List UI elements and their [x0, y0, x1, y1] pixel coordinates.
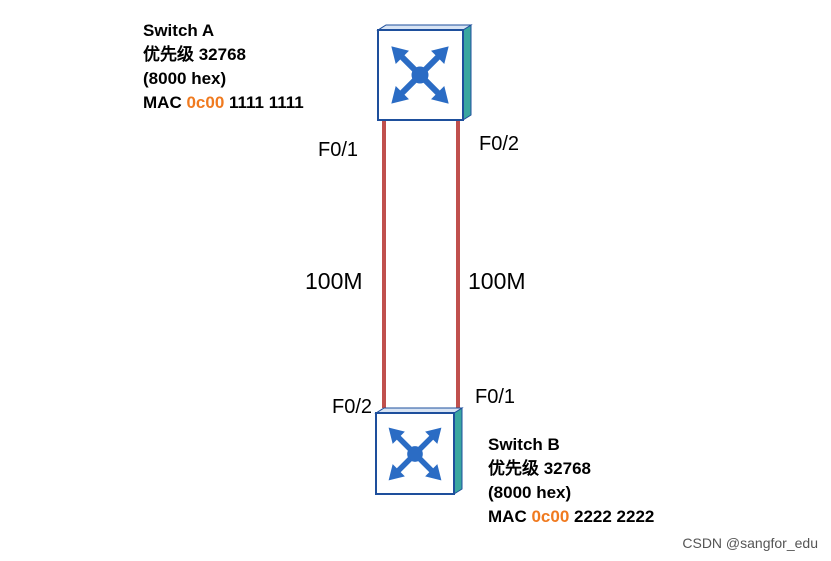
switch-b-mac: MAC 0c00 2222 2222 [488, 505, 654, 529]
port-label-a-right: F0/2 [479, 133, 520, 155]
switch-a-name: Switch A [143, 21, 215, 40]
switch-b-icon[interactable] [374, 407, 464, 495]
switch-b-info: Switch B 优先级 32768 (8000 hex) MAC 0c00 2… [488, 433, 654, 529]
switch-b-mac-highlight: 0c00 [531, 507, 570, 526]
switch-a-priority: 优先级 32768 [143, 45, 246, 64]
switch-a-icon[interactable] [376, 24, 473, 121]
speed-label-right: 100M [468, 268, 526, 294]
switch-a-hex: (8000 hex) [143, 69, 227, 88]
switch-b-hex: (8000 hex) [488, 483, 572, 502]
switch-b-mac-prefix: MAC [488, 507, 532, 526]
switch-a-info: Switch A 优先级 32768 (8000 hex) MAC 0c00 1… [143, 19, 304, 115]
port-label-b-right: F0/1 [475, 386, 516, 408]
switch-a-mac-rest: 1111 1111 [224, 93, 304, 112]
switch-a-mac-prefix: MAC [143, 93, 187, 112]
watermark: CSDN @sangfor_edu [682, 535, 818, 551]
switch-a-mac-highlight: 0c00 [186, 93, 225, 112]
port-label-b-left: F0/2 [332, 396, 373, 418]
switch-b-name: Switch B [488, 435, 560, 454]
switch-a-mac: MAC 0c00 1111 1111 [143, 91, 304, 115]
switch-b-mac-rest: 2222 2222 [569, 507, 655, 526]
switch-b-priority: 优先级 32768 [488, 459, 591, 478]
speed-label-left: 100M [305, 268, 363, 294]
port-label-a-left: F0/1 [318, 139, 359, 161]
